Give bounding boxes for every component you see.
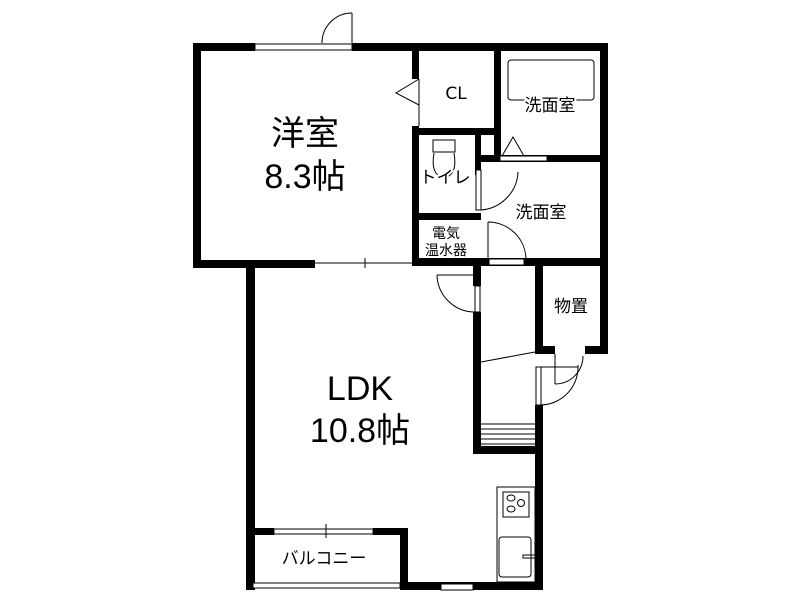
fixtures [432,59,595,583]
water-heater-label-line2: 温水器 [425,243,467,259]
doors [321,12,584,445]
ldk-size: 10.8帖 [310,412,410,450]
toilet-label: トイレ [420,168,471,188]
storage-label: 物置 [554,297,588,317]
ldk-name: LDK [327,370,393,408]
bathtub-icon [507,59,595,101]
closet-label: CL [445,84,467,104]
western-room-size: 8.3帖 [264,158,345,196]
room-labels: 洋室 8.3帖 LDK 10.8帖 CL 洗面室 洗面室 トイレ 電気 温水器 … [264,84,588,569]
bathroom-label: 洗面室 [525,96,576,116]
sink-icon [498,536,532,578]
stove-icon [502,491,530,518]
windows [252,43,548,591]
washroom-label: 洗面室 [516,203,567,223]
toilet-icon [432,139,456,153]
water-heater-label-line1: 電気 [432,226,460,242]
western-room-name: 洋室 [271,115,339,153]
walls [193,43,608,590]
balcony-label: バルコニー [282,549,367,569]
